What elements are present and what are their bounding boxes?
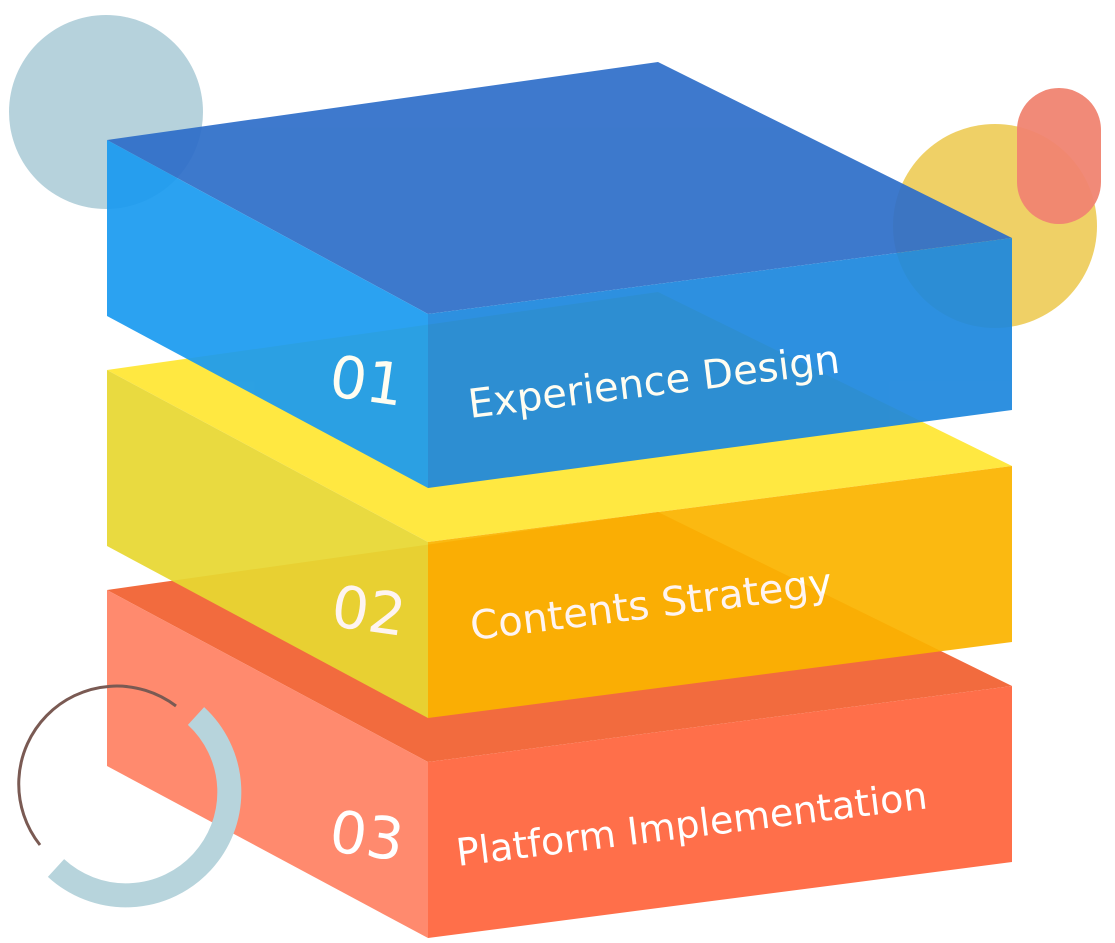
layer-01-front-face <box>428 238 1012 488</box>
layer-02-left-face <box>107 370 428 718</box>
decor-ring-light <box>47 707 242 908</box>
layer-01-number: 01 <box>326 342 409 420</box>
layer-02-front-face <box>428 466 1012 718</box>
decor-ring-dark <box>17 684 177 846</box>
layer-01-top-face <box>107 62 1012 314</box>
layer-03-front-face <box>428 686 1012 938</box>
layer-03-number: 03 <box>326 797 409 875</box>
layer-01: 01 Experience Design <box>107 62 1012 488</box>
layer-02-number: 02 <box>328 572 411 650</box>
layer-03-left-face <box>107 590 428 938</box>
decor-pill-coral <box>1017 88 1101 224</box>
layer-01-left-face <box>107 140 428 488</box>
